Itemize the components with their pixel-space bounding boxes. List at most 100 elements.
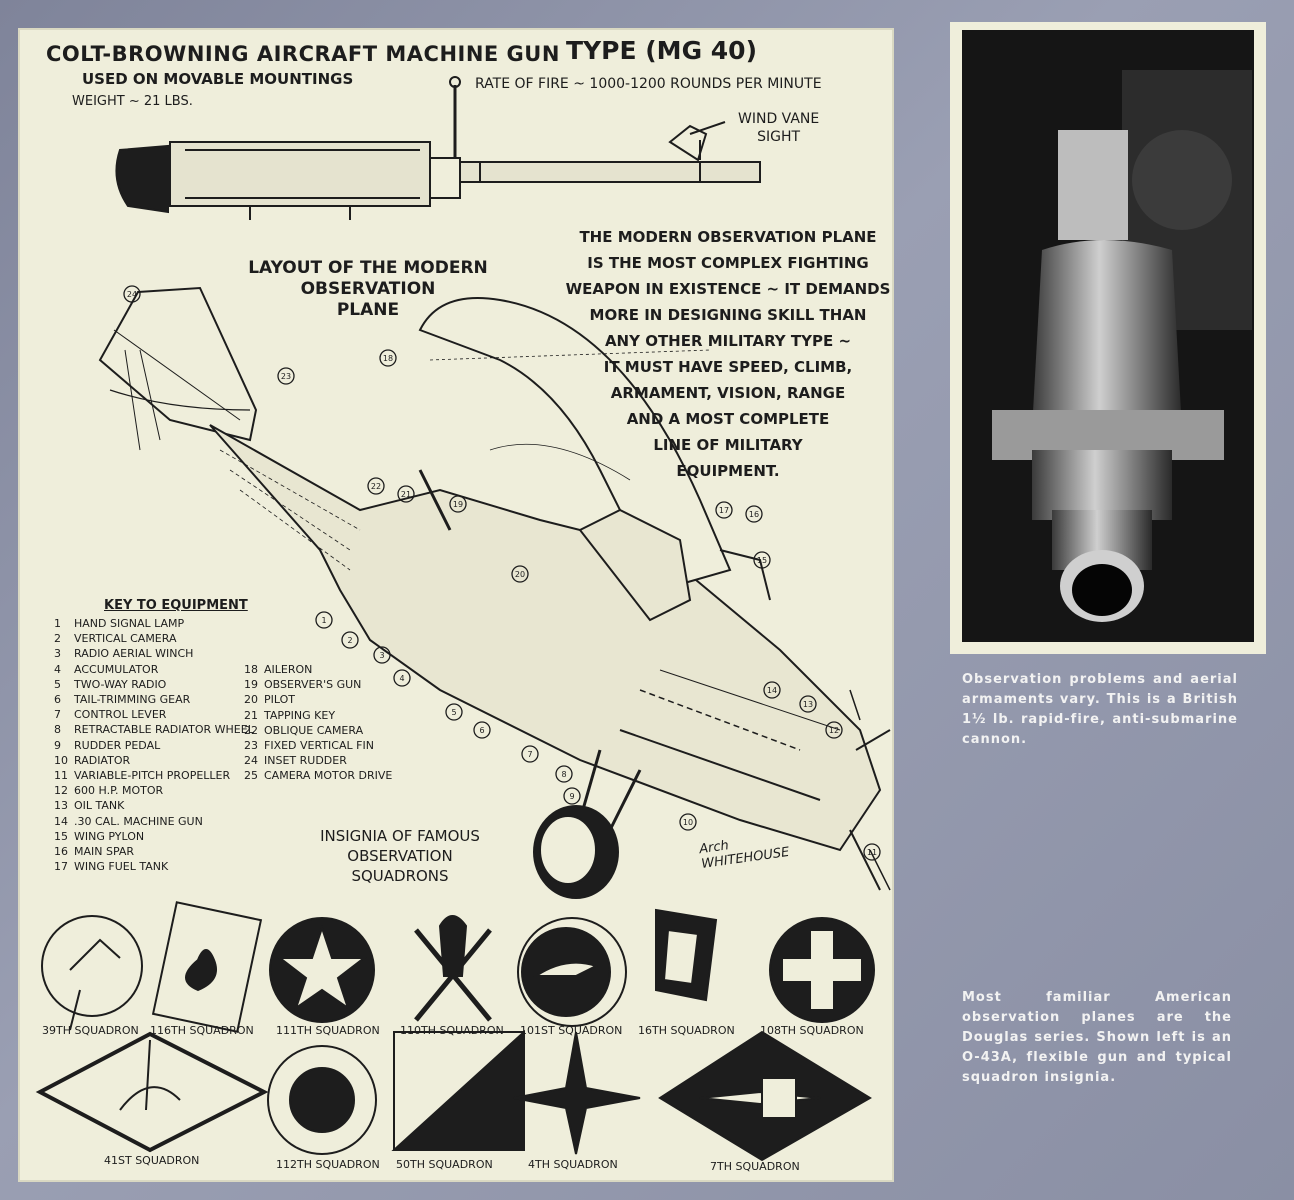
machine-gun-drawing xyxy=(115,76,761,220)
callout-24: 24 xyxy=(127,290,137,299)
landing-gear-drawing xyxy=(533,749,642,899)
photo-caption: Observation problems and aerial armament… xyxy=(962,672,1238,747)
key-item: 14.30 CAL. MACHINE GUN xyxy=(54,814,203,828)
squadron-label: 16TH SQUADRON xyxy=(638,1024,735,1037)
sight-line-2: SIGHT xyxy=(757,129,801,145)
squadron-label: 50TH SQUADRON xyxy=(396,1158,493,1171)
layout-title-line: OBSERVATION xyxy=(300,279,436,299)
callout-8: 8 xyxy=(561,770,566,779)
gun-title: COLT-BROWNING AIRCRAFT MACHINE GUN xyxy=(46,42,560,66)
callout-4: 4 xyxy=(399,674,404,683)
callout-12: 12 xyxy=(829,726,839,735)
callout-20: 20 xyxy=(515,570,525,579)
cannon-photo-art xyxy=(962,30,1254,642)
layout-title-line: LAYOUT OF THE MODERN xyxy=(248,258,488,278)
douglas-caption: Most familiar American observation plane… xyxy=(962,990,1232,1085)
squadron-label: 110TH SQUADRON xyxy=(400,1024,504,1037)
sight-line-1: WIND VANE xyxy=(738,111,820,127)
squadron-label: 101ST SQUADRON xyxy=(520,1024,623,1037)
insignia-title-line: OBSERVATION xyxy=(347,847,453,865)
blurb-line: ANY OTHER MILITARY TYPE ~ xyxy=(604,332,852,350)
insignia-title-line: INSIGNIA OF FAMOUS xyxy=(320,827,480,845)
layout-title-line: PLANE xyxy=(336,300,400,320)
squadron-label: 108TH SQUADRON xyxy=(760,1024,864,1037)
squadron-label: 7TH SQUADRON xyxy=(710,1160,800,1173)
fuselage-drawing xyxy=(209,297,891,891)
callout-18: 18 xyxy=(383,354,393,363)
cannon-photo-frame xyxy=(950,22,1266,654)
cannon-photo xyxy=(962,30,1254,642)
callout-17: 17 xyxy=(719,506,729,515)
observation-plane-blurb: THE MODERN OBSERVATION PLANE IS THE MOST… xyxy=(558,224,898,484)
layout-title: LAYOUT OF THE MODERN OBSERVATION PLANE xyxy=(238,258,498,321)
callout-15: 15 xyxy=(757,556,767,565)
blurb-line: MORE IN DESIGNING SKILL THAN xyxy=(589,306,867,324)
tail-fin-drawing xyxy=(98,286,258,451)
blurb-line: IT MUST HAVE SPEED, CLIMB, xyxy=(603,358,853,376)
blurb-line: AND A MOST COMPLETE xyxy=(626,410,830,428)
insignia-row-1 xyxy=(41,901,875,1033)
callout-16: 16 xyxy=(749,510,759,519)
callout-23: 23 xyxy=(281,372,291,381)
callout-2: 2 xyxy=(347,636,352,645)
insignia-row-2 xyxy=(35,1029,872,1162)
gun-mounting: USED ON MOVABLE MOUNTINGS xyxy=(82,70,354,88)
blurb-line: LINE OF MILITARY xyxy=(653,436,803,454)
wind-vane-sight-label: WIND VANE SIGHT xyxy=(738,110,819,146)
callout-3: 3 xyxy=(379,651,384,660)
squadron-label: 4TH SQUADRON xyxy=(528,1158,618,1171)
insignia-title: INSIGNIA OF FAMOUS OBSERVATION SQUADRONS xyxy=(290,826,510,886)
callout-circles xyxy=(123,285,881,861)
callout-7: 7 xyxy=(527,750,532,759)
callout-22: 22 xyxy=(371,482,381,491)
callout-5: 5 xyxy=(451,708,456,717)
blurb-line: IS THE MOST COMPLEX FIGHTING xyxy=(587,254,869,272)
callout-9: 9 xyxy=(569,792,574,801)
callout-14: 14 xyxy=(767,686,777,695)
callout-19: 19 xyxy=(453,500,463,509)
blurb-line: EQUIPMENT. xyxy=(676,462,780,480)
squadron-label: 39TH SQUADRON xyxy=(42,1024,139,1037)
callout-10: 10 xyxy=(683,818,693,827)
blurb-line: THE MODERN OBSERVATION PLANE xyxy=(579,228,877,246)
callout-21: 21 xyxy=(401,490,411,499)
callout-6: 6 xyxy=(479,726,484,735)
diagram-panel: 1 2 3 4 5 6 7 8 9 10 11 12 13 14 15 16 1… xyxy=(20,30,892,1180)
diagram-artwork: 1 2 3 4 5 6 7 8 9 10 11 12 13 14 15 16 1… xyxy=(35,76,891,1162)
key-heading: KEY TO EQUIPMENT xyxy=(104,598,248,613)
insignia-title-line: SQUADRONS xyxy=(351,867,449,885)
callout-11: 11 xyxy=(867,848,877,857)
gun-type: TYPE (MG 40) xyxy=(566,36,758,65)
blurb-line: WEAPON IN EXISTENCE ~ IT DEMANDS xyxy=(565,280,891,298)
squadron-label: 41ST SQUADRON xyxy=(104,1154,200,1167)
gun-rate-of-fire: RATE OF FIRE ~ 1000-1200 ROUNDS PER MINU… xyxy=(475,76,822,92)
blurb-line: ARMAMENT, VISION, RANGE xyxy=(610,384,846,402)
gun-weight: WEIGHT ~ 21 LBS. xyxy=(72,94,193,109)
squadron-label: 116TH SQUADRON xyxy=(150,1024,254,1037)
squadron-label: 112TH SQUADRON xyxy=(276,1158,380,1171)
callout-13: 13 xyxy=(803,700,813,709)
callout-labels: 1 2 3 4 5 6 7 8 9 10 11 12 13 14 15 16 1… xyxy=(127,290,877,857)
